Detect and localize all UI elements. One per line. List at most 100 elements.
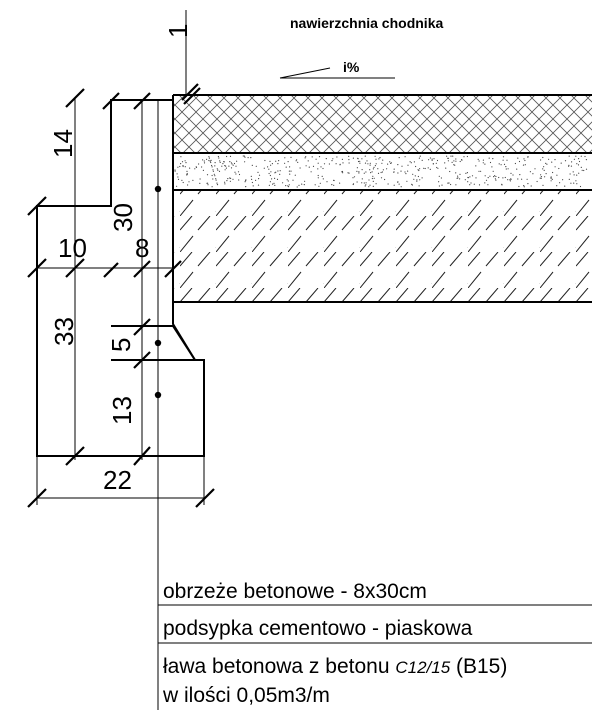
sand-dot [182, 181, 184, 184]
sand-dot [467, 176, 469, 179]
sand-dot [257, 184, 260, 186]
sand-dot [255, 165, 257, 167]
sand-dot [214, 162, 216, 164]
sand-dot [478, 170, 480, 172]
sand-dot [407, 170, 409, 172]
sand-dot [224, 183, 226, 185]
sand-dot [494, 178, 496, 180]
sand-dot [348, 172, 350, 174]
sand-dot [418, 169, 420, 172]
sand-dot [375, 183, 377, 185]
sand-dot [319, 182, 321, 184]
sand-dot [463, 156, 465, 158]
sand-dot [244, 156, 246, 158]
sand-dot [509, 180, 511, 182]
sand-dot [186, 174, 188, 176]
sand-dot [438, 181, 440, 183]
sand-dot [342, 162, 344, 164]
sand-dot [264, 159, 266, 162]
sand-dot [518, 160, 521, 163]
sand-dot [550, 180, 552, 182]
sand-dot [318, 185, 320, 187]
sand-dot [250, 157, 252, 159]
sand-dot [475, 165, 477, 167]
sand-dot [381, 171, 383, 173]
sand-dot [209, 160, 211, 162]
sand-dot [288, 184, 290, 186]
sand-dot [206, 182, 208, 184]
sand-dot [419, 155, 421, 157]
sand-dot [221, 165, 223, 167]
sand-dot [295, 160, 297, 162]
sand-dot [314, 184, 316, 186]
sand-dot [290, 156, 292, 158]
sand-dot [215, 178, 217, 180]
sand-dot [206, 158, 208, 160]
sand-dot [219, 161, 221, 163]
sand-dot [578, 172, 580, 174]
sand-dot [529, 171, 532, 173]
sand-dot [304, 180, 306, 182]
sand-dot [284, 162, 286, 164]
sand-dot [251, 181, 253, 184]
sand-dot [268, 168, 270, 170]
sand-dot [216, 168, 218, 170]
sand-dot [232, 178, 234, 180]
sand-dot [585, 168, 588, 170]
sand-dot [568, 155, 570, 157]
dimension-lines [36, 10, 395, 710]
sand-dot [542, 156, 544, 159]
sand-dot [367, 163, 369, 165]
sand-dot [214, 165, 216, 167]
sand-dot [432, 163, 434, 165]
sand-dot [182, 165, 184, 168]
sand-dot [445, 167, 447, 169]
sand-dot [237, 171, 240, 173]
sand-dot [551, 178, 553, 180]
sand-dot [407, 164, 409, 166]
sand-dot [393, 184, 395, 186]
sand-dot [272, 183, 274, 185]
sand-dot [233, 162, 236, 165]
sand-dot [406, 180, 408, 182]
sand-dot [258, 174, 261, 176]
sand-dot [387, 183, 389, 185]
dim-bench-height-label: 33 [49, 317, 79, 346]
sand-dot [244, 161, 246, 163]
sand-dot [348, 162, 350, 164]
sand-dot [433, 158, 435, 160]
sand-dot [409, 161, 411, 163]
sand-dot [480, 170, 482, 172]
sand-dot [271, 163, 273, 165]
dim-bench-width-label: 10 [58, 233, 87, 263]
sand-dot [522, 164, 525, 166]
sand-dot [202, 169, 204, 171]
sand-dot [423, 167, 425, 169]
sand-dot [495, 179, 497, 181]
sand-dot [269, 160, 271, 162]
sand-dot [374, 155, 376, 157]
sand-dot [447, 160, 449, 162]
sand-dot [243, 155, 245, 157]
sand-dot [238, 179, 240, 181]
sand-dot [568, 178, 570, 180]
sand-dot [389, 161, 391, 163]
sand-dot [276, 178, 279, 180]
sand-dot [502, 156, 505, 158]
sand-dot [573, 182, 575, 184]
sand-dot [516, 168, 518, 170]
sand-dot [374, 165, 376, 167]
sand-dot [251, 178, 253, 180]
sand-dot [429, 168, 431, 170]
sand-dot [576, 174, 578, 176]
sand-dot [356, 181, 358, 183]
sand-dot [517, 178, 519, 180]
sand-dot [417, 175, 419, 178]
sand-dot [412, 173, 414, 175]
sand-dot [358, 171, 360, 173]
sand-dot [540, 177, 542, 179]
sand-dot [502, 159, 504, 161]
sand-dot [560, 162, 562, 164]
sand-dot [559, 182, 561, 184]
sand-dot [318, 156, 321, 158]
